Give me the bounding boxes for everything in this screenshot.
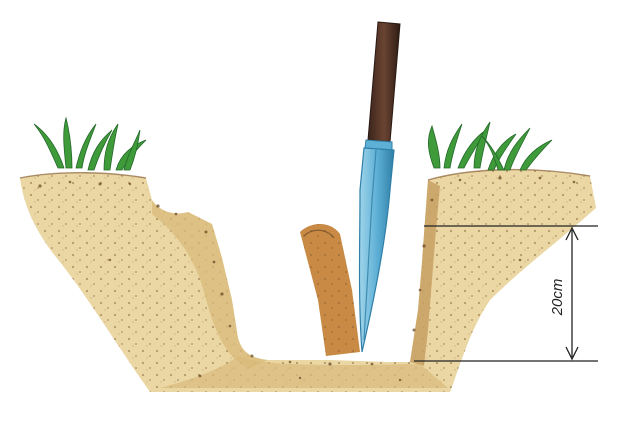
grass-tuft-right — [428, 122, 552, 170]
grass-tuft-left — [34, 118, 146, 170]
soil-cross-section — [20, 170, 596, 392]
loosened-soil-clod — [300, 224, 360, 356]
soil-shading — [20, 170, 596, 392]
spade-handle — [368, 22, 400, 142]
spade — [360, 22, 401, 352]
depth-label: 20cm — [549, 279, 566, 317]
